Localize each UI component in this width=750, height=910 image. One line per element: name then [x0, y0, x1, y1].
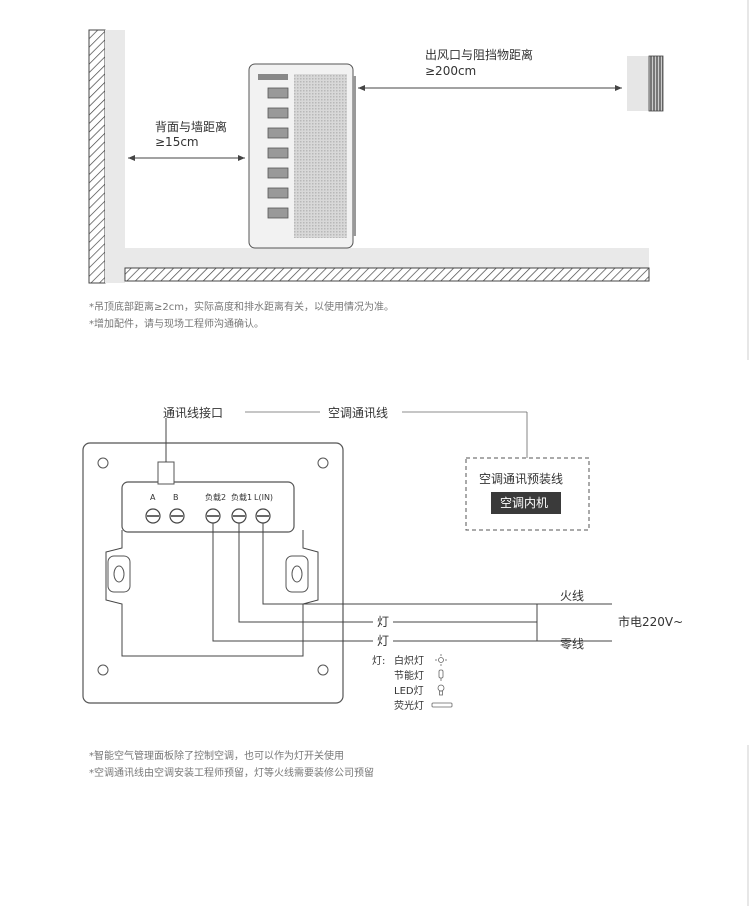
- obstacle-hatch: [648, 55, 664, 112]
- comm-port-label: 通讯线接口: [163, 405, 223, 420]
- terminal-screws: [145, 508, 271, 524]
- indoor-unit-box: [491, 492, 561, 514]
- floor-face: [125, 248, 649, 268]
- lamp-label-2: 灯: [377, 634, 389, 648]
- floor-hatch: [124, 267, 650, 282]
- legend-title: 灯:: [372, 655, 385, 667]
- legend-item: LED灯: [394, 685, 424, 697]
- side-clearance-arrow: [128, 155, 245, 161]
- legend-item: 节能灯: [394, 669, 424, 682]
- mains-label: 市电220V~: [618, 614, 683, 629]
- left-wall-hatch: [88, 29, 106, 284]
- side-clearance-value: ≥15cm: [155, 135, 199, 149]
- mount-ear-right: [285, 555, 309, 593]
- wires: [212, 523, 612, 642]
- preinstalled-line-label: 空调通讯预装线: [479, 472, 563, 486]
- neutral-wire-label: 零线: [560, 637, 584, 651]
- live-wire-label: 火线: [560, 589, 584, 603]
- install-note-2: *增加配件，请与现场工程师沟通确认。: [89, 317, 264, 330]
- side-clearance-label: 背面与墙距离: [155, 119, 227, 134]
- terminal-label: B: [173, 493, 179, 502]
- screw-hole: [317, 664, 329, 676]
- install-note-1: *吊顶底部距离≥2cm，实际高度和排水距离有关，以使用情况为准。: [89, 300, 394, 313]
- terminal-label: 负载1: [231, 492, 252, 502]
- lamp-label-1: 灯: [377, 615, 389, 629]
- incandescent-bulb-icon: [435, 654, 447, 666]
- preinstalled-box: [465, 457, 590, 531]
- front-clearance-label: 出风口与阻挡物距离: [425, 47, 533, 62]
- screw-hole: [97, 664, 109, 676]
- led-bulb-icon: [437, 684, 445, 696]
- terminal-label: L(IN): [254, 493, 273, 502]
- front-clearance-value: ≥200cm: [425, 64, 476, 78]
- legend-item: 荧光灯: [394, 699, 424, 712]
- terminal-block: [121, 481, 295, 533]
- indoor-unit-label: 空调内机: [500, 496, 548, 510]
- installation-diagram: 背面与墙距离 ≥15cm 出风口与阻挡物距离 ≥200cm *吊顶底部距离≥2c…: [88, 29, 664, 330]
- wiring-note-2: *空调通讯线由空调安装工程师预留，灯等火线需要装修公司预留: [89, 766, 374, 779]
- ac-grille: [294, 74, 347, 238]
- panel-outer: [82, 442, 344, 704]
- inner-frame: [105, 530, 319, 657]
- comm-cable-stub: [157, 461, 175, 485]
- left-wall-face: [105, 30, 125, 283]
- front-clearance-arrow: [358, 85, 622, 91]
- mount-ear-left: [107, 555, 131, 593]
- terminal-label: 负载2: [205, 492, 226, 502]
- terminal-label: A: [150, 493, 156, 502]
- ac-unit: [248, 63, 356, 249]
- fluorescent-tube-icon: [431, 702, 453, 708]
- wiring-diagram: A B 负载2 负载1 L(IN) 通讯线接口 空调通讯线 空调通讯预装线: [82, 405, 683, 779]
- screw-hole: [97, 457, 109, 469]
- screw-hole: [317, 457, 329, 469]
- legend-item: 白炽灯: [394, 654, 424, 667]
- obstacle-face: [627, 56, 649, 111]
- ac-comm-line-label: 空调通讯线: [328, 406, 388, 420]
- wiring-note-1: *智能空气管理面板除了控制空调，也可以作为灯开关使用: [89, 749, 344, 762]
- energy-saving-bulb-icon: [438, 669, 444, 681]
